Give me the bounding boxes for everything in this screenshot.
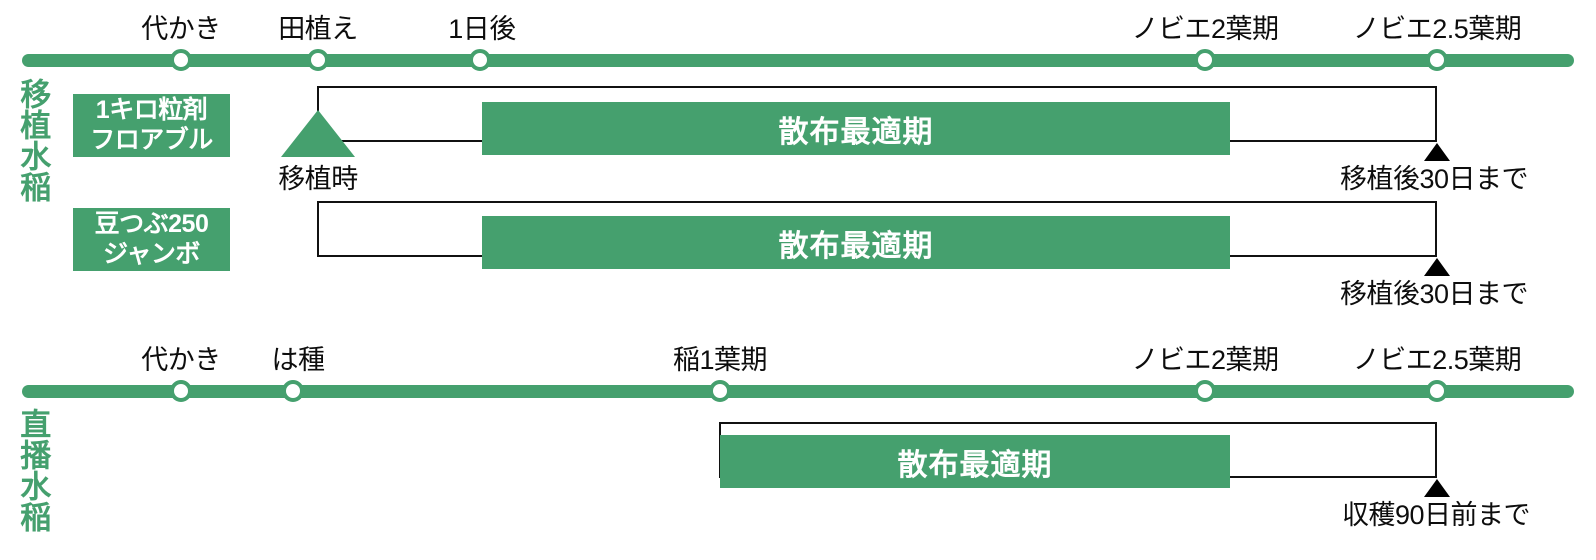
section-label-direct-seeded-rice: 直播水稲 — [15, 408, 51, 532]
timeline-node-label-top-5: ノビエ2.5葉期 — [1352, 14, 1522, 44]
timeline-node-top-4[interactable] — [1194, 49, 1216, 71]
timeline-node-label-top-2: 田植え — [278, 14, 358, 44]
timeline-node-label-top-4: ノビエ2葉期 — [1131, 14, 1279, 44]
section-label-transplanted-rice: 移植水稲 — [15, 78, 51, 202]
deadline-marker-label-2: 移植後30日まで — [1340, 279, 1529, 309]
timeline-node-label-top-1: 代かき — [141, 14, 221, 44]
timeline-node-label-bottom-5: ノビエ2.5葉期 — [1352, 345, 1522, 375]
timeline-rail-bottom — [22, 385, 1574, 398]
transplant-marker-label: 移植時 — [278, 164, 358, 194]
timeline-node-top-5[interactable] — [1426, 49, 1448, 71]
transplant-marker-triangle-icon — [281, 110, 355, 157]
timeline-node-top-2[interactable] — [307, 49, 329, 71]
deadline-marker-triangle-icon-2 — [1424, 258, 1450, 276]
timeline-rail-top — [22, 54, 1574, 67]
optimal-period-bar-2: 散布最適期 — [482, 216, 1230, 269]
timeline-node-label-top-3: 1日後 — [448, 14, 516, 44]
optimal-period-bar-3: 散布最適期 — [720, 435, 1230, 488]
product-chip-2-line1: 豆つぶ250 — [94, 210, 209, 238]
deadline-marker-triangle-icon-1 — [1424, 143, 1450, 161]
deadline-marker-label-1: 移植後30日まで — [1340, 164, 1529, 194]
optimal-period-bar-3-label: 散布最適期 — [897, 448, 1053, 482]
timeline-node-bottom-2[interactable] — [282, 380, 304, 402]
timeline-node-label-bottom-3: 稲1葉期 — [672, 345, 768, 375]
product-chip-2-line2: ジャンボ — [103, 239, 200, 268]
product-chip-1-line1: 1キロ粒剤 — [95, 96, 208, 124]
timeline-node-top-1[interactable] — [170, 49, 192, 71]
timeline-node-label-bottom-2: は種 — [271, 345, 326, 375]
timeline-node-bottom-1[interactable] — [170, 380, 192, 402]
timeline-node-bottom-5[interactable] — [1426, 380, 1448, 402]
timeline-node-label-bottom-1: 代かき — [141, 345, 221, 375]
product-chip-1[interactable]: 1キロ粒剤 フロアブル — [73, 94, 230, 157]
optimal-period-bar-1-label: 散布最適期 — [778, 115, 934, 149]
timeline-node-top-3[interactable] — [469, 49, 491, 71]
timeline-node-bottom-3[interactable] — [709, 380, 731, 402]
timeline-node-label-bottom-4: ノビエ2葉期 — [1131, 345, 1279, 375]
product-chip-1-line2: フロアブル — [90, 125, 213, 154]
deadline-marker-label-3: 収穫90日前まで — [1342, 500, 1531, 530]
timeline-node-bottom-4[interactable] — [1194, 380, 1216, 402]
optimal-period-bar-1: 散布最適期 — [482, 102, 1230, 155]
product-chip-2[interactable]: 豆つぶ250 ジャンボ — [73, 208, 230, 271]
optimal-period-bar-2-label: 散布最適期 — [778, 229, 934, 263]
deadline-marker-triangle-icon-3 — [1424, 479, 1450, 497]
